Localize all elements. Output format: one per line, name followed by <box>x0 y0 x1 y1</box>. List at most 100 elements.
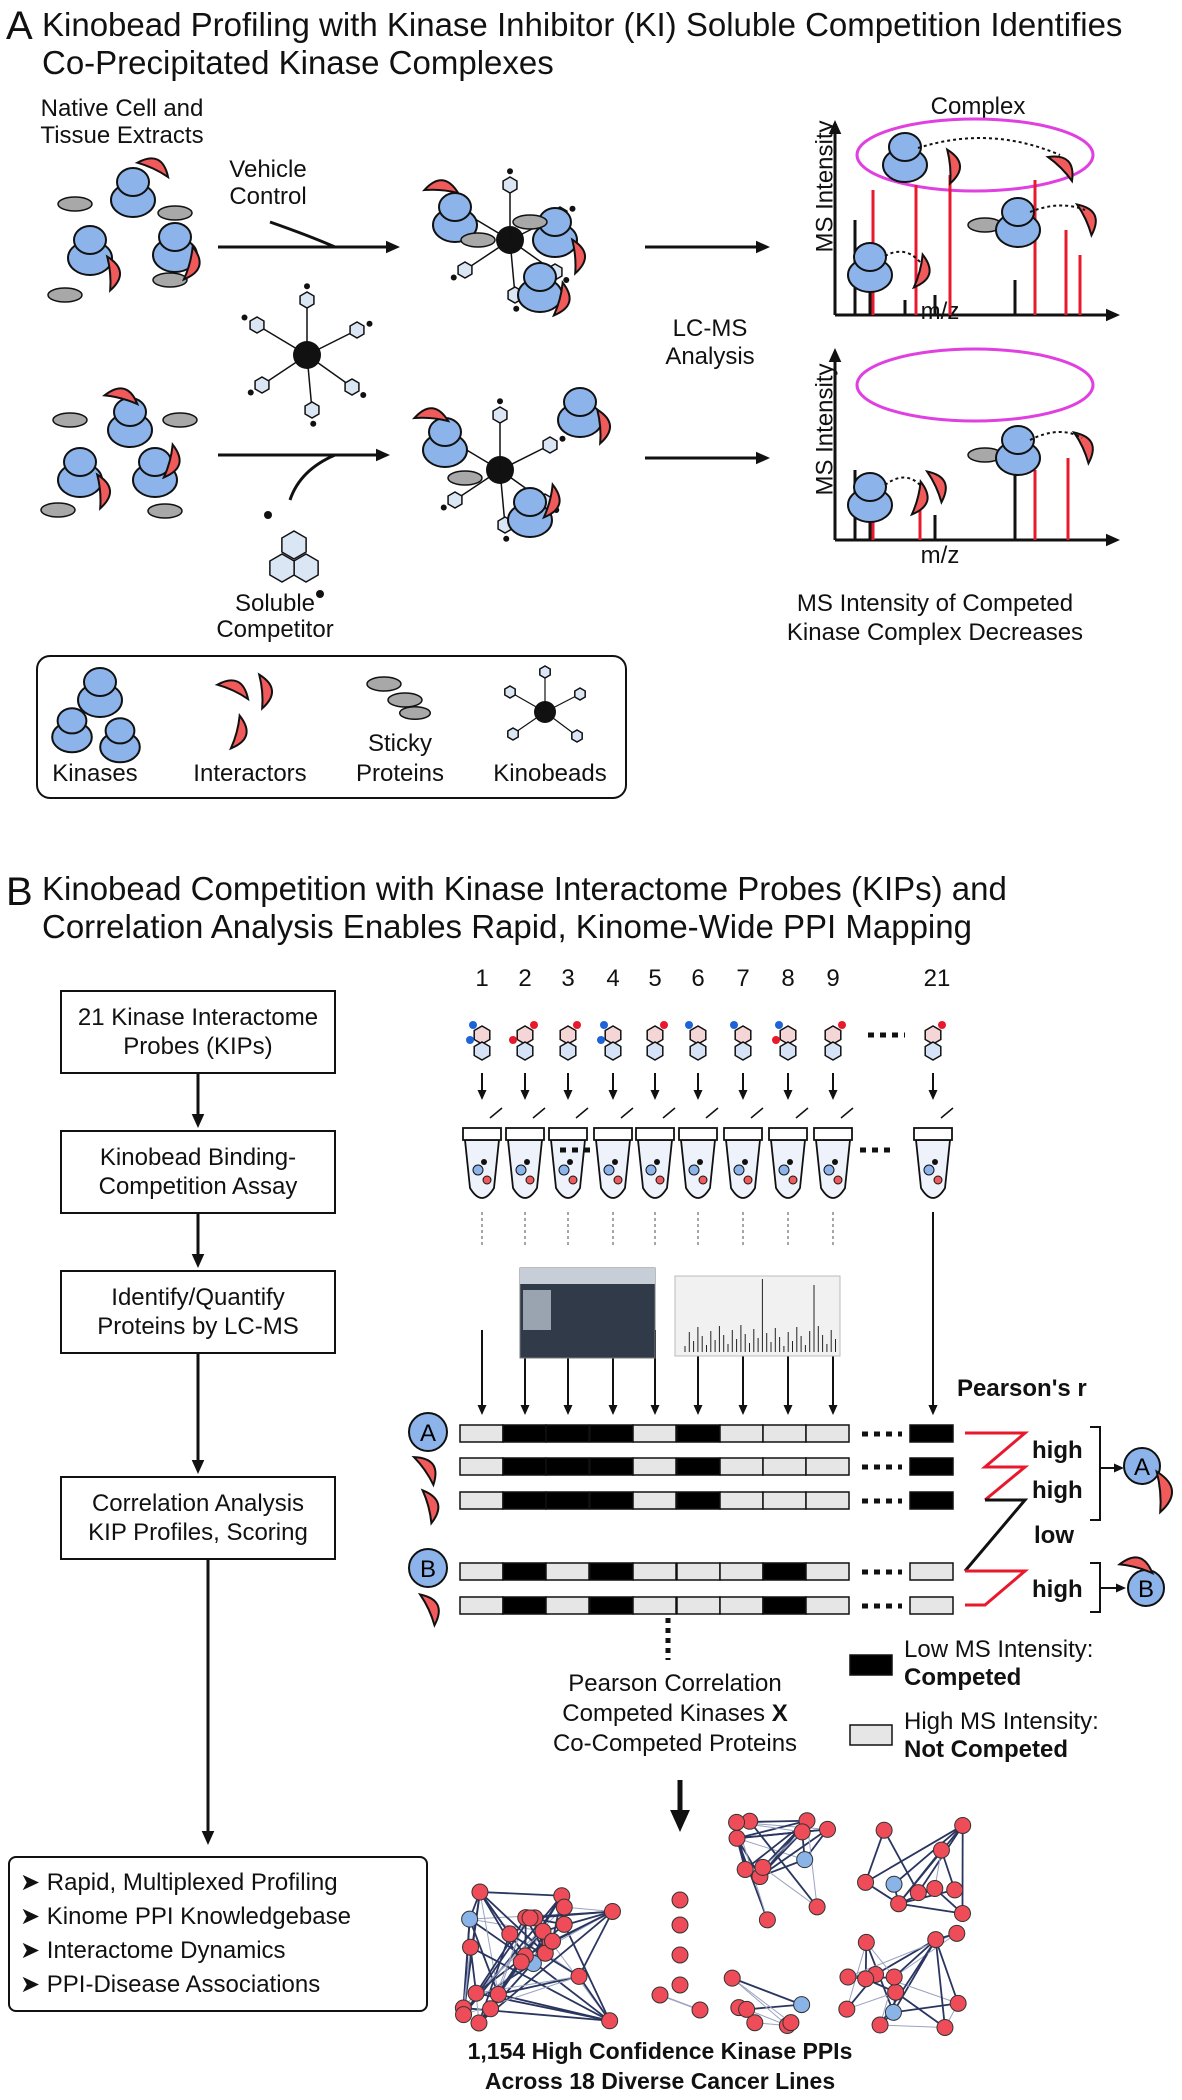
tube-lid <box>750 1107 764 1119</box>
network-small-4-node <box>885 1968 903 1986</box>
kinobead-linker-tip <box>507 168 513 175</box>
kinase-b-label: B <box>420 1556 436 1583</box>
tube-cap-icon <box>593 1127 633 1141</box>
profile-cell <box>545 1562 590 1581</box>
ring-icon <box>304 401 320 419</box>
tube-lid <box>705 1107 719 1119</box>
network-large-edge <box>479 1891 546 1954</box>
complex-a-label: A <box>1134 1454 1150 1481</box>
profile-cell <box>459 1491 504 1510</box>
network-large-node <box>555 1915 573 1933</box>
kinase-icon <box>853 242 887 272</box>
interactor-icon <box>911 252 931 290</box>
y-axis-bottom-head <box>828 348 842 362</box>
kinase-icon <box>158 222 192 252</box>
tube-lid <box>532 1107 546 1119</box>
tube-bead <box>645 1164 657 1176</box>
sticky-protein-icon <box>147 503 183 519</box>
probe-arrow-head <box>828 1090 838 1100</box>
ring-icon <box>293 553 319 583</box>
kinobead-linker-tip <box>241 314 248 321</box>
tube-bead <box>787 1159 793 1165</box>
tube-bead <box>923 1164 935 1176</box>
competitor-tip <box>316 590 324 598</box>
step-arrow-3-head <box>191 1460 205 1474</box>
probe-number-8: 8 <box>781 965 795 992</box>
ring-icon <box>571 729 583 743</box>
step-arrow-1-head <box>191 1114 205 1128</box>
interactor-icon <box>214 679 250 702</box>
tube-bead <box>472 1164 484 1176</box>
probe-substituent-icon <box>600 1021 608 1029</box>
outcome-text-1: Rapid, Multiplexed Profiling <box>46 1869 338 1896</box>
interactor-icon <box>1045 155 1074 184</box>
network-large-node <box>471 1883 489 1901</box>
tube-bead <box>697 1159 703 1165</box>
network-large-node <box>482 2000 500 2018</box>
network-large-edge <box>469 1918 544 1932</box>
step-assay-line1: Kinobead Binding- <box>99 1144 297 1171</box>
interactor-icon <box>161 442 181 480</box>
probe-arrow-head <box>738 1090 748 1100</box>
network-small-4-edge <box>893 1938 937 1978</box>
kinobead-linker-tip <box>304 283 310 290</box>
network-small-4-edge <box>846 1942 867 2010</box>
outcomes-box <box>8 1856 428 2012</box>
profile-cell <box>632 1424 677 1443</box>
profile-cell <box>762 1596 807 1615</box>
kinobead-linker-tip <box>440 504 447 511</box>
interactor-icon <box>909 479 929 517</box>
ring-icon <box>604 1041 622 1061</box>
network-large-edge <box>578 1911 614 1977</box>
probe-arrow-head <box>477 1090 487 1100</box>
network-large-edge <box>475 1917 527 1994</box>
network-small-2-node <box>909 1884 927 1902</box>
network-small-1-node <box>754 1858 772 1876</box>
profile-cell <box>589 1596 634 1615</box>
sticky-protein-icon <box>460 232 496 248</box>
interactor-icon <box>411 407 451 423</box>
tube-to-row-arrow-head <box>783 1405 793 1415</box>
probe-number-2: 2 <box>518 965 532 992</box>
kinase-icon <box>438 192 472 222</box>
ring-icon <box>299 291 315 309</box>
interactor-icon <box>411 1455 437 1488</box>
y-axis-top-head <box>828 120 842 134</box>
spectrum-image <box>674 1275 841 1357</box>
ring-icon <box>344 378 360 396</box>
network-small-4-edge <box>880 2024 945 2028</box>
tube-bead <box>698 1175 708 1185</box>
kinase-icon <box>853 472 887 502</box>
probe-substituent-icon <box>660 1021 668 1029</box>
tube-to-row-arrow-head <box>738 1405 748 1415</box>
kinobead-linker <box>306 354 353 388</box>
probe-number-9: 9 <box>826 965 840 992</box>
interactor-icon <box>570 237 586 276</box>
kinase-b-circle <box>408 1548 448 1588</box>
outcome-item-2: ➤ Kinome PPI Knowledgebase <box>20 1900 351 1934</box>
probe-arrow-head <box>563 1090 573 1100</box>
probe-substituent-icon <box>775 1021 783 1029</box>
profile-cell <box>589 1562 634 1581</box>
network-small-1-node <box>808 1898 826 1916</box>
profile-cell <box>459 1596 504 1615</box>
tube-bead <box>832 1159 838 1165</box>
result-label-line1: MS Intensity of Competed <box>796 590 1074 617</box>
ring-icon <box>249 316 265 334</box>
network-small-4-edge <box>934 1939 960 2004</box>
network-large-edge <box>475 1930 544 1994</box>
interactor-icon <box>421 179 461 195</box>
interaction-link <box>884 476 921 486</box>
network-large-edge <box>479 1891 523 1963</box>
network-small-4-node <box>887 1983 905 2001</box>
interactor-icon <box>924 470 947 505</box>
kinase-icon <box>563 387 597 417</box>
profile-cell <box>719 1491 764 1510</box>
footer-line1: 1,154 High Confidence Kinase PPIs <box>467 2038 853 2064</box>
tube-cap-icon <box>462 1127 502 1141</box>
network-small-1-node <box>758 1911 776 1929</box>
tube-lid <box>620 1107 634 1119</box>
tube-bead <box>823 1164 835 1176</box>
interactor-icon <box>1074 203 1097 238</box>
